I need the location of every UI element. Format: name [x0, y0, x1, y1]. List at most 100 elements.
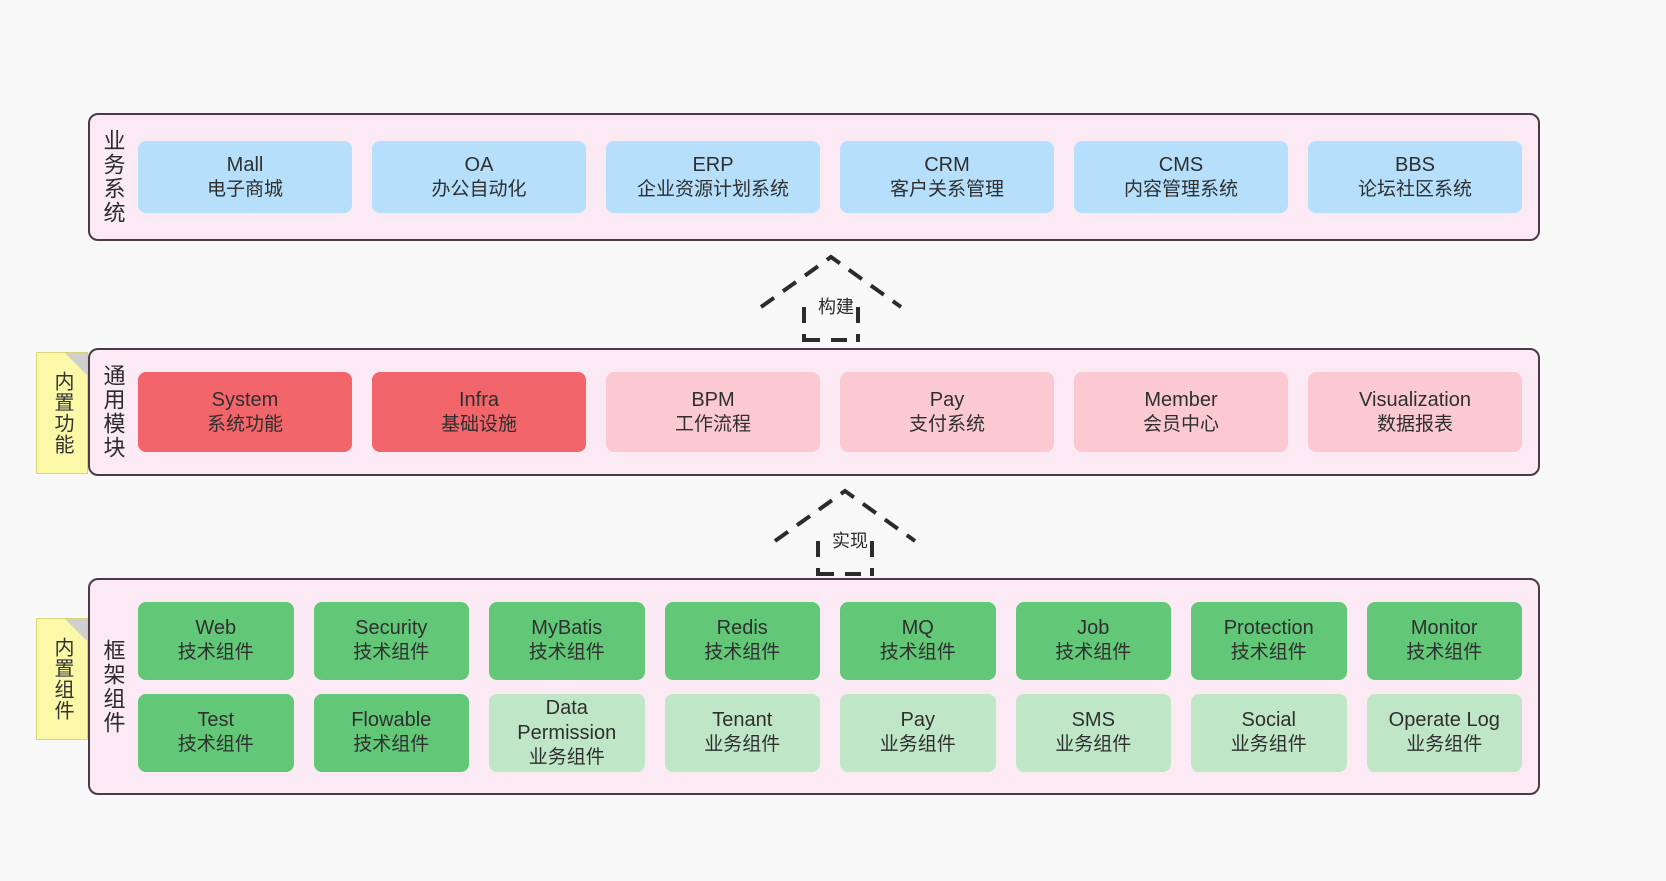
- layer-framework-components: 框架组件 Web 技术组件 Security 技术组件 MyBatis 技术组件…: [88, 578, 1540, 795]
- node-social-en: Social: [1241, 709, 1296, 732]
- layer-title-common: 通用模块: [100, 364, 126, 460]
- node-job[interactable]: Job 技术组件: [1015, 601, 1171, 680]
- node-flowable[interactable]: Flowable 技术组件: [313, 693, 469, 772]
- layer-title-framework: 框架组件: [100, 638, 126, 735]
- node-test-en: Test: [197, 709, 235, 732]
- node-redis[interactable]: Redis 技术组件: [664, 601, 820, 680]
- node-bpm-cn: 工作流程: [674, 413, 751, 435]
- arrow-implement-label: 实现: [832, 531, 868, 551]
- node-crm-cn: 客户关系管理: [889, 178, 1004, 200]
- arrow-build-shaft: [802, 307, 860, 342]
- node-security-en: Security: [355, 617, 428, 640]
- node-flowable-en: Flowable: [351, 709, 432, 732]
- layer-title-business: 业务系统: [100, 129, 126, 225]
- node-tenant[interactable]: Tenant 业务组件: [664, 693, 820, 772]
- node-mq[interactable]: MQ 技术组件: [840, 601, 996, 680]
- node-infra[interactable]: Infra 基础设施: [372, 372, 586, 452]
- arrow-implement-shaft: [816, 541, 874, 576]
- node-operate-log-cn: 业务组件: [1406, 734, 1483, 756]
- node-bpm[interactable]: BPM 工作流程: [606, 372, 820, 452]
- node-mq-en: MQ: [901, 617, 934, 640]
- node-web-cn: 技术组件: [177, 642, 254, 664]
- node-pay-component-cn: 业务组件: [879, 734, 956, 756]
- node-member[interactable]: Member 会员中心: [1074, 372, 1288, 452]
- node-crm[interactable]: CRM 客户关系管理: [840, 141, 1054, 213]
- node-bpm-en: BPM: [691, 388, 735, 411]
- node-social[interactable]: Social 业务组件: [1191, 693, 1347, 772]
- node-pay-component-en: Pay: [900, 709, 935, 732]
- sticky-note-builtin-components: 内置组件: [36, 618, 88, 740]
- node-oa-cn: 办公自动化: [431, 178, 527, 200]
- layer-business-systems: 业务系统 Mall 电子商城 OA 办公自动化 ERP 企业资源计划系统 CRM…: [88, 113, 1540, 241]
- row-common-1: System 系统功能 Infra 基础设施 BPM 工作流程 Pay 支付系统…: [138, 372, 1522, 452]
- arrow-build-head: [759, 254, 903, 309]
- node-bbs[interactable]: BBS 论坛社区系统: [1308, 141, 1522, 213]
- node-social-cn: 业务组件: [1230, 734, 1307, 756]
- node-test[interactable]: Test 技术组件: [138, 693, 294, 772]
- node-erp-cn: 企业资源计划系统: [636, 178, 789, 200]
- layer-body-common: System 系统功能 Infra 基础设施 BPM 工作流程 Pay 支付系统…: [136, 350, 1538, 474]
- layer-body-framework: Web 技术组件 Security 技术组件 MyBatis 技术组件 Redi…: [136, 580, 1538, 793]
- node-pay-module-en: Pay: [929, 388, 965, 411]
- node-monitor-cn: 技术组件: [1406, 642, 1483, 664]
- node-pay-module[interactable]: Pay 支付系统: [840, 372, 1054, 452]
- node-pay-module-cn: 支付系统: [908, 413, 985, 435]
- node-oa[interactable]: OA 办公自动化: [372, 141, 586, 213]
- row-business-1: Mall 电子商城 OA 办公自动化 ERP 企业资源计划系统 CRM 客户关系…: [138, 141, 1522, 213]
- node-operate-log-en: Operate Log: [1388, 709, 1500, 732]
- node-crm-en: CRM: [924, 153, 970, 176]
- row-framework-2: Test 技术组件 Flowable 技术组件 Data Permission …: [138, 693, 1522, 772]
- node-mybatis-cn: 技术组件: [528, 642, 605, 664]
- node-security[interactable]: Security 技术组件: [313, 601, 469, 680]
- node-sms-cn: 业务组件: [1055, 734, 1132, 756]
- sticky-note-builtin-features: 内置功能: [36, 352, 88, 474]
- node-monitor[interactable]: Monitor 技术组件: [1366, 601, 1522, 680]
- node-data-permission-cn: 业务组件: [528, 746, 605, 768]
- node-redis-en: Redis: [716, 617, 768, 640]
- node-erp[interactable]: ERP 企业资源计划系统: [606, 141, 820, 213]
- node-oa-en: OA: [464, 153, 494, 176]
- node-operate-log[interactable]: Operate Log 业务组件: [1366, 693, 1522, 772]
- node-cms-en: CMS: [1158, 153, 1204, 176]
- node-mybatis[interactable]: MyBatis 技术组件: [489, 601, 645, 680]
- sticky-note-builtin-features-label: 内置功能: [51, 371, 73, 455]
- node-system[interactable]: System 系统功能: [138, 372, 352, 452]
- row-framework-1: Web 技术组件 Security 技术组件 MyBatis 技术组件 Redi…: [138, 601, 1522, 680]
- node-data-permission[interactable]: Data Permission 业务组件: [489, 693, 645, 772]
- node-tenant-en: Tenant: [712, 709, 773, 732]
- node-visualization-cn: 数据报表: [1376, 413, 1453, 435]
- node-sms-en: SMS: [1071, 709, 1115, 732]
- node-member-cn: 会员中心: [1142, 413, 1219, 435]
- arrow-implement: 实现: [770, 486, 920, 576]
- node-infra-en: Infra: [458, 388, 500, 411]
- node-job-en: Job: [1077, 617, 1110, 640]
- node-visualization-en: Visualization: [1359, 388, 1471, 411]
- node-infra-cn: 基础设施: [440, 413, 517, 435]
- node-web-en: Web: [195, 617, 237, 640]
- layer-common-modules: 通用模块 System 系统功能 Infra 基础设施 BPM 工作流程 Pay…: [88, 348, 1540, 476]
- node-mall[interactable]: Mall 电子商城: [138, 141, 352, 213]
- node-redis-cn: 技术组件: [704, 642, 781, 664]
- sticky-note-builtin-components-label: 内置组件: [51, 637, 73, 721]
- node-cms[interactable]: CMS 内容管理系统: [1074, 141, 1288, 213]
- node-pay-component[interactable]: Pay 业务组件: [840, 693, 996, 772]
- node-visualization[interactable]: Visualization 数据报表: [1308, 372, 1522, 452]
- node-sms[interactable]: SMS 业务组件: [1015, 693, 1171, 772]
- node-security-cn: 技术组件: [353, 642, 430, 664]
- node-data-permission-en: Data Permission: [517, 696, 617, 744]
- node-web[interactable]: Web 技术组件: [138, 601, 294, 680]
- node-job-cn: 技术组件: [1055, 642, 1132, 664]
- node-monitor-en: Monitor: [1410, 617, 1478, 640]
- node-protection[interactable]: Protection 技术组件: [1191, 601, 1347, 680]
- node-mall-cn: 电子商城: [206, 178, 283, 200]
- node-flowable-cn: 技术组件: [353, 734, 430, 756]
- node-bbs-cn: 论坛社区系统: [1357, 178, 1472, 200]
- node-test-cn: 技术组件: [177, 734, 254, 756]
- node-bbs-en: BBS: [1394, 153, 1436, 176]
- node-protection-en: Protection: [1223, 617, 1314, 640]
- node-cms-cn: 内容管理系统: [1123, 178, 1238, 200]
- node-system-cn: 系统功能: [206, 413, 283, 435]
- node-system-en: System: [211, 388, 279, 411]
- arrow-build: 构建: [756, 252, 906, 342]
